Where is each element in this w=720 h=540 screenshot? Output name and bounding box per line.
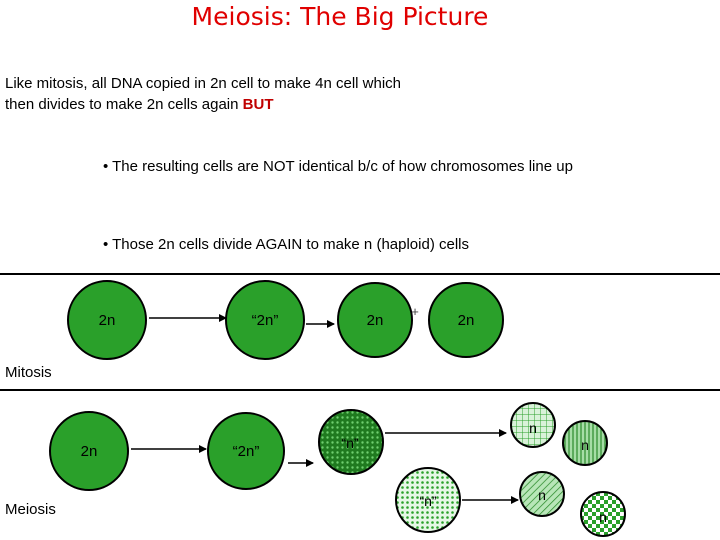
mitosis-daughter-cell-2-label: 2n: [458, 312, 475, 329]
meiosis-label: Meiosis: [5, 501, 56, 518]
mitosis-cell-4n-label: “2n”: [252, 312, 279, 329]
mitosis-label: Mitosis: [5, 364, 52, 381]
haploid-cell-4-label: n: [599, 509, 607, 525]
meiosis-cell-n-2-label: “n”: [419, 493, 436, 509]
mitosis-row: 2n “2n” 2n + 2n: [68, 281, 503, 359]
haploid-cell-1-label: n: [529, 420, 537, 436]
mitosis-cell-2n-label: 2n: [99, 312, 116, 329]
mitosis-daughter-cell-1-label: 2n: [367, 312, 384, 329]
haploid-cell-3-label: n: [538, 487, 546, 503]
plus-sign: +: [411, 304, 419, 319]
meiosis-row: 2n “2n” “n” “n” n n n n: [50, 403, 625, 536]
meiosis-cell-n-1-label: “n”: [341, 435, 358, 451]
meiosis-cell-4n-label: “2n”: [233, 443, 260, 460]
haploid-cell-2-label: n: [581, 437, 589, 453]
meiosis-cell-2n-label: 2n: [81, 443, 98, 460]
